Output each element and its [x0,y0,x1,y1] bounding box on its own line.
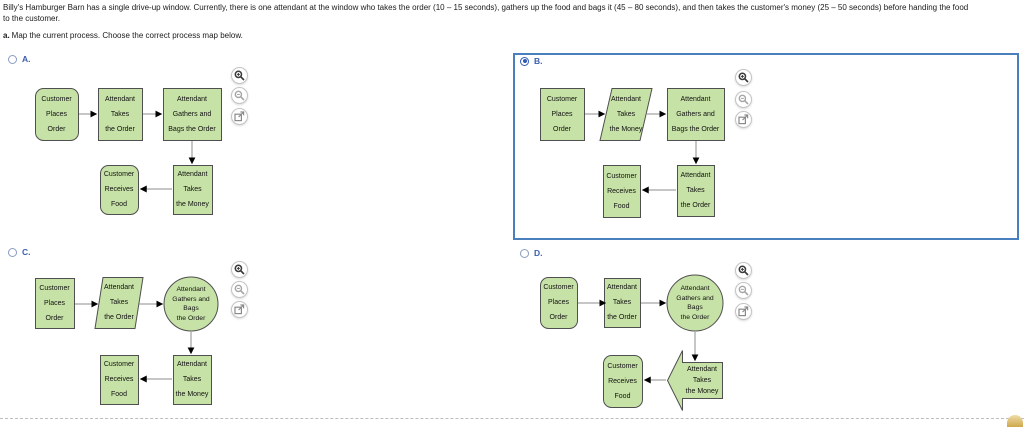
node-attendant-takes-money: Attendant Takes the Money [176,171,209,208]
node-attendant-gathers-bags: Attendant Gathers and Bags the Order [671,95,720,133]
option-d: D. Customer Places Order Attendant Takes… [512,243,768,422]
zoom-out-button[interactable] [231,87,248,104]
open-in-new-window-icon [234,111,245,122]
zoom-in-icon [738,72,749,83]
node-customer-places-order: Customer Places Order [543,284,574,321]
option-c-radio[interactable] [8,247,17,257]
process-shape [100,355,139,405]
zoom-out-icon [234,90,245,101]
terminator-shape [540,277,578,329]
node-attendant-takes-money: Attendant Takes the Money [685,365,719,395]
terminator-shape [35,88,79,141]
zoom-in-button[interactable] [735,69,752,86]
option-c: C. Customer Places Order Attendant Takes… [0,243,256,422]
node-attendant-takes-order: Attendant Takes the Order [104,284,134,321]
process-shape [163,88,222,141]
circle-shape [163,276,219,332]
node-attendant-takes-money: Attendant Takes the Money [609,95,643,133]
process-shape [173,165,213,215]
parallelogram-shape [94,277,144,329]
instruction-text: Map the current process. Choose the corr… [11,31,243,40]
process-shape [540,88,585,141]
zoom-in-icon [738,265,749,276]
zoom-out-button[interactable] [735,91,752,108]
open-in-new-window-button[interactable] [231,108,248,125]
problem-statement: Billy's Hamburger Barn has a single driv… [3,3,969,23]
process-shape [677,165,715,217]
node-attendant-takes-money: Attendant Takes the Money [175,361,209,398]
node-customer-receives-food: Customer Receives Food [606,172,637,210]
option-c-flowchart [35,276,219,405]
zoom-out-icon [234,284,245,295]
selected-option-outline [513,53,1019,240]
node-attendant-takes-order: Attendant Takes the Order [607,284,637,321]
option-d-flowchart [540,274,724,411]
process-shape [603,165,641,218]
section-divider [0,418,1024,419]
option-b-flowchart [540,88,725,218]
zoom-in-button[interactable] [231,67,248,84]
node-attendant-gathers-bags: Attendant Gathers and Bags the Order [168,95,216,133]
zoom-in-icon [234,70,245,81]
open-in-new-window-button[interactable] [231,301,248,318]
open-in-new-window-icon [738,306,749,317]
node-attendant-gathers-bags: Attendant Gathers and Bags the Order [172,286,210,322]
option-d-label[interactable]: D. [534,248,543,258]
terminator-shape [603,355,643,408]
zoom-out-icon [738,285,749,296]
zoom-in-icon [234,264,245,275]
option-a-radio[interactable] [8,54,17,64]
option-b: B. Customer Places Order Attendant Takes… [512,50,1024,245]
process-shape [604,278,641,328]
zoom-in-button[interactable] [735,262,752,279]
node-attendant-takes-order: Attendant Takes the Order [105,95,135,133]
instruction-line: a.Map the current process. Choose the co… [3,31,243,40]
instruction-prefix: a. [3,31,10,40]
node-attendant-gathers-bags: Attendant Gathers and Bags the Order [676,285,714,321]
option-d-radio[interactable] [520,248,529,258]
open-in-new-window-icon [234,304,245,315]
node-customer-places-order: Customer Places Order [546,95,578,133]
circle-shape [666,274,724,332]
node-customer-places-order: Customer Places Order [41,95,72,133]
partial-help-icon [1007,415,1023,427]
process-shape [98,88,143,141]
zoom-in-button[interactable] [231,261,248,278]
option-b-radio[interactable] [520,56,529,66]
parallelogram-shape [599,88,653,141]
option-a: A. Customer Places Order Attendant Takes… [0,50,256,230]
zoom-out-icon [738,94,749,105]
process-shape [173,355,212,405]
process-shape [667,88,725,141]
zoom-out-button[interactable] [231,281,248,298]
block-arrow-shape [666,350,723,411]
node-customer-receives-food: Customer Receives Food [103,171,135,208]
node-customer-receives-food: Customer Receives Food [607,362,638,400]
node-customer-receives-food: Customer Receives Food [103,361,135,398]
option-a-flowchart [35,88,222,215]
option-b-label[interactable]: B. [534,56,543,66]
zoom-out-button[interactable] [735,282,752,299]
open-in-new-window-icon [738,114,749,125]
open-in-new-window-button[interactable] [735,111,752,128]
process-shape [35,278,75,329]
option-c-label[interactable]: C. [22,247,31,257]
open-in-new-window-button[interactable] [735,303,752,320]
node-customer-places-order: Customer Places Order [39,284,70,322]
option-a-label[interactable]: A. [22,54,31,64]
terminator-shape [100,165,139,215]
node-attendant-takes-order: Attendant Takes the Order [680,172,711,209]
